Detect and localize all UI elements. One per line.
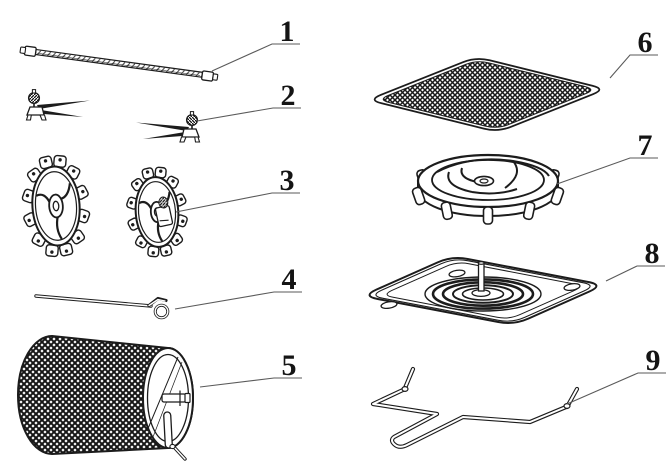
- callout-6: 6: [609, 26, 658, 79]
- callout-4: 4: [174, 263, 302, 310]
- leader-line-8: [605, 265, 665, 282]
- callout-8: 8: [605, 237, 665, 282]
- part-number-2: 2: [281, 79, 296, 112]
- part-9-removal-tool-drawing: [370, 366, 580, 449]
- part-3-drum-end-gears-drawing: [21, 154, 188, 258]
- part-4-retaining-pin-drawing: [34, 294, 170, 320]
- part-number-7: 7: [638, 129, 653, 162]
- leader-line-6: [609, 54, 658, 79]
- part-number-8: 8: [645, 237, 660, 270]
- part-number-1: 1: [280, 15, 295, 48]
- callout-5: 5: [199, 349, 302, 388]
- part-1-spit-rod-drawing: [19, 45, 219, 82]
- callout-9: 9: [566, 344, 666, 405]
- leader-line-4: [174, 291, 302, 310]
- callout-1: 1: [211, 15, 300, 72]
- leader-line-7: [556, 157, 658, 185]
- callouts: 1 2 3 4 5 6 7 8: [174, 15, 666, 405]
- part-number-6: 6: [638, 26, 653, 59]
- leader-line-1: [211, 43, 300, 72]
- callout-7: 7: [556, 129, 658, 185]
- rotisserie-fork-drawing: [136, 111, 201, 143]
- gear-drawing: [21, 154, 91, 258]
- callout-2: 2: [196, 79, 301, 122]
- part-8-drip-plate-drawing: [368, 257, 598, 324]
- leader-line-3: [175, 192, 300, 213]
- fan-blades: [436, 158, 550, 195]
- part-number-5: 5: [282, 349, 297, 382]
- rotisserie-fork-drawing: [25, 89, 90, 121]
- part-2-rotisserie-forks-drawing: [25, 89, 201, 143]
- gear-drawing: [126, 166, 188, 258]
- part-number-4: 4: [282, 263, 297, 296]
- callout-3: 3: [175, 164, 300, 213]
- leader-line-5: [199, 377, 302, 388]
- part-number-3: 3: [280, 164, 295, 197]
- part-number-9: 9: [646, 344, 661, 377]
- leader-line-9: [566, 372, 666, 405]
- part-6-mesh-grill-plate-drawing: [373, 58, 601, 131]
- leader-line-2: [196, 107, 301, 122]
- part-5-mesh-drum-drawing: [17, 334, 194, 461]
- part-7-fan-impeller-drawing: [411, 153, 565, 225]
